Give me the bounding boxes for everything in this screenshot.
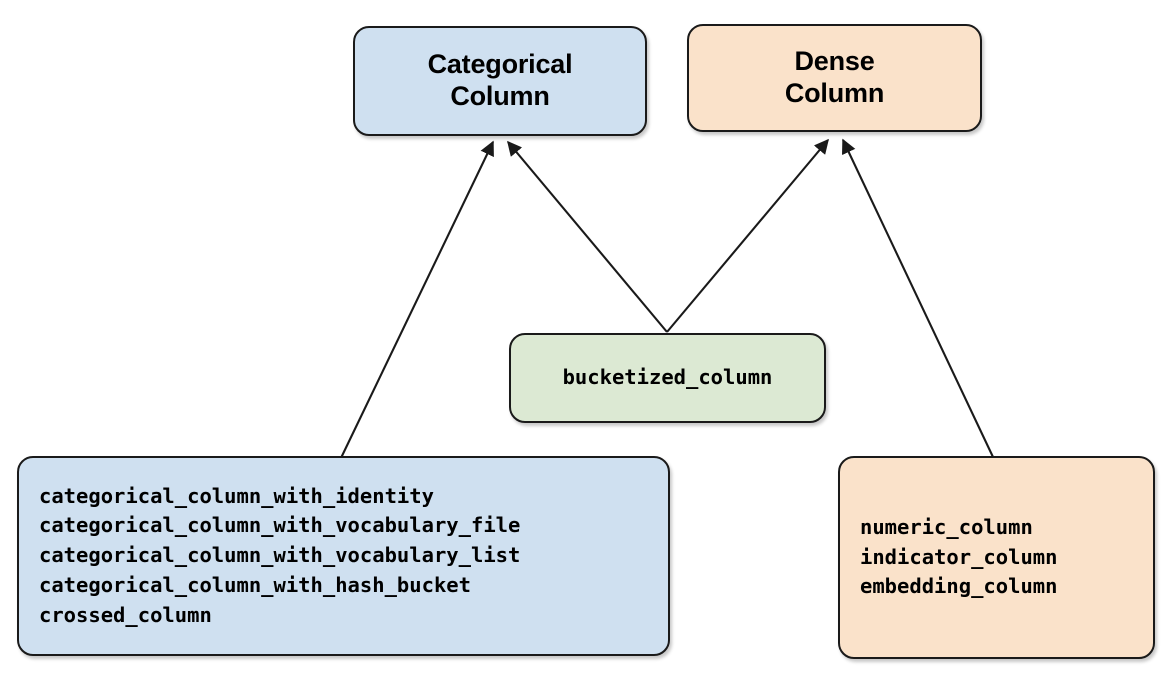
edge-bucketized-column-to-dense-column (666, 138, 829, 333)
dense-column-title: Dense Column (689, 46, 980, 109)
node-dense-column[interactable]: Dense Column (687, 24, 982, 132)
edge-dense-functions-to-dense-column (842, 138, 994, 458)
categorical-column-title-line-1: Categorical (427, 49, 573, 80)
edge-bucketized-column-to-categorical-column (507, 140, 668, 333)
categorical-function-item: categorical_column_with_vocabulary_list (39, 543, 521, 568)
bucketized-column-label: bucketized_column (562, 365, 773, 390)
dense-function-item: numeric_column (860, 514, 1033, 539)
node-dense-functions[interactable]: numeric_column indicator_column embeddin… (838, 456, 1155, 659)
node-categorical-column[interactable]: Categorical Column (353, 26, 647, 136)
categorical-function-item: crossed_column (39, 602, 212, 627)
categorical-column-title: Categorical Column (355, 49, 645, 112)
node-bucketized-column[interactable]: bucketized_column (509, 333, 826, 423)
dense-column-title-line-2: Column (784, 78, 885, 108)
dense-function-item: indicator_column (860, 544, 1058, 569)
categorical-function-item: categorical_column_with_vocabulary_file (39, 513, 521, 538)
categorical-column-title-line-2: Column (450, 81, 550, 111)
node-categorical-functions[interactable]: categorical_column_with_identity categor… (17, 456, 670, 656)
categorical-function-item: categorical_column_with_hash_bucket (39, 572, 471, 597)
edge-categorical-functions-to-categorical-column (340, 140, 494, 459)
dense-column-title-line-1: Dense (794, 46, 875, 77)
dense-function-item: embedding_column (860, 574, 1058, 599)
categorical-function-item: categorical_column_with_identity (39, 483, 434, 508)
